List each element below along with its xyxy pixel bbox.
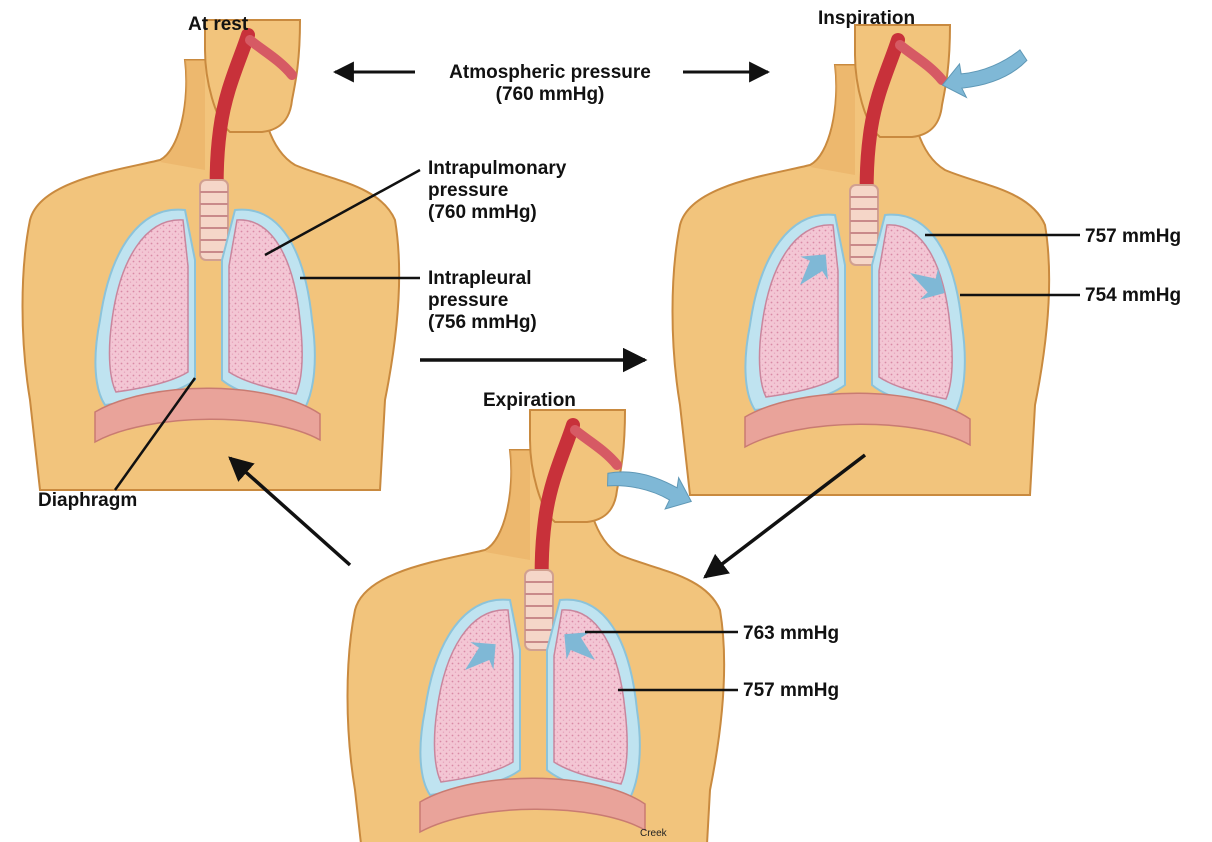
at-rest-title: At rest [188,14,248,36]
inspiration-intrapleural-value: 754 mmHg [1085,285,1181,307]
figure-at-rest [23,20,400,490]
figure-inspiration [673,25,1050,495]
intrapleural-line1: Intrapleural [428,268,537,290]
inhale-air-arrow-icon [938,47,1032,103]
atmospheric-line2: (760 mmHg) [420,84,680,106]
intrapulmonary-line1: Intrapulmonary [428,158,566,180]
inspiration-intrapulmonary-value: 757 mmHg [1085,226,1181,248]
intrapleural-line3: (756 mmHg) [428,312,537,334]
atmospheric-line1: Atmospheric pressure [420,62,680,84]
figure-expiration [348,410,725,842]
diaphragm-label: Diaphragm [38,490,137,512]
credit-label: Creek [640,828,667,839]
atmospheric-pressure-label: Atmospheric pressure (760 mmHg) [420,62,680,106]
intrapulmonary-line3: (760 mmHg) [428,202,566,224]
intrapulmonary-label: Intrapulmonary pressure (760 mmHg) [428,158,566,224]
expiration-intrapleural-value: 757 mmHg [743,680,839,702]
intrapleural-label: Intrapleural pressure (756 mmHg) [428,268,537,334]
inspiration-title: Inspiration [818,8,915,30]
intrapulmonary-line2: pressure [428,180,566,202]
intrapleural-line2: pressure [428,290,537,312]
expiration-title: Expiration [483,390,576,412]
expiration-intrapulmonary-value: 763 mmHg [743,623,839,645]
